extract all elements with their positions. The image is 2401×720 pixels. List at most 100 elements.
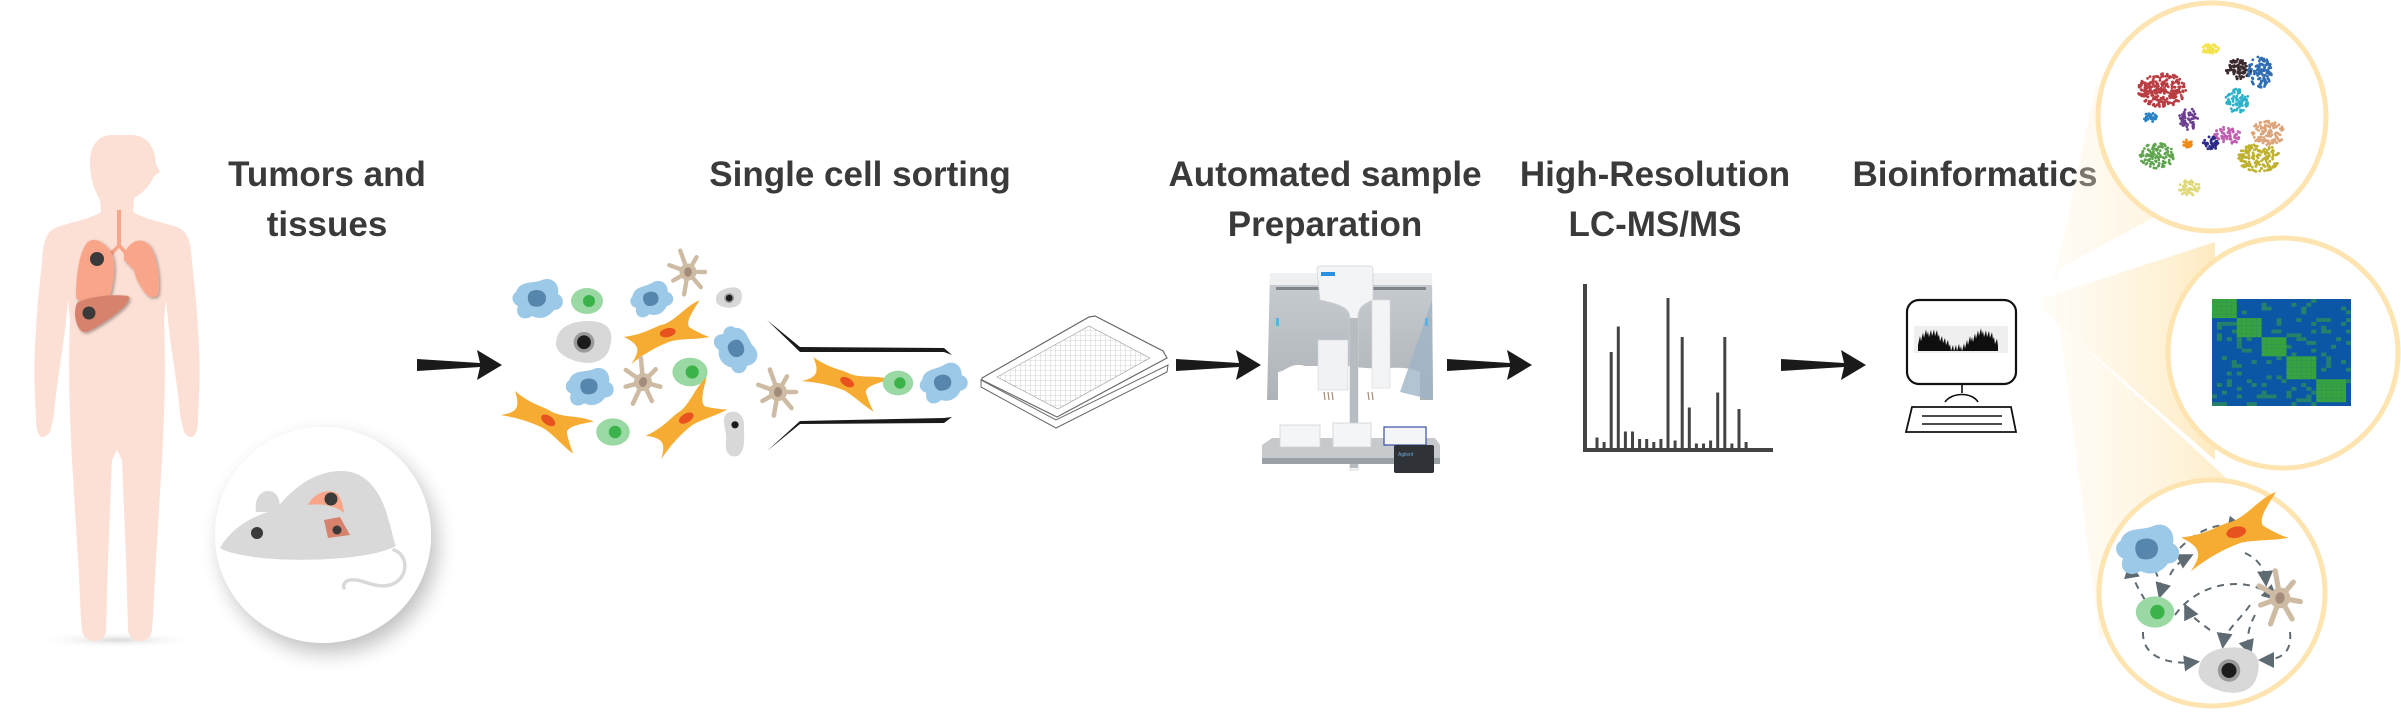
- tsne-point: [2256, 153, 2260, 157]
- heatmap-cell: [2271, 348, 2277, 353]
- cell-nucleus: [643, 291, 659, 307]
- tsne-point: [2185, 138, 2188, 142]
- heatmap-cell: [2266, 344, 2272, 349]
- tsne-point: [2238, 89, 2242, 93]
- lymphocyte-cell: [882, 370, 914, 396]
- heatmap-cell: [2236, 363, 2242, 368]
- tsne-point: [2180, 81, 2184, 85]
- tsne-point: [2190, 117, 2194, 121]
- robot-pipette-block: [1317, 339, 1349, 391]
- tsne-point: [2160, 100, 2164, 104]
- tsne-point: [2238, 75, 2242, 78]
- tsne-point: [2259, 135, 2263, 139]
- tsne-point: [2232, 108, 2236, 112]
- tsne-clusters: [2137, 43, 2285, 197]
- heatmap-cell: [2251, 402, 2257, 406]
- cluster-green: [2138, 142, 2175, 170]
- tsne-point: [2144, 82, 2147, 86]
- heatmap-cell: [2306, 398, 2312, 403]
- robot-led-left: [1276, 318, 1279, 326]
- heatmap-cell: [2281, 352, 2287, 357]
- tsne-point: [2241, 61, 2245, 65]
- tsne-point: [2225, 137, 2229, 141]
- heatmap-cell: [2212, 306, 2217, 311]
- tsne-point: [2161, 162, 2165, 166]
- heatmap-cell: [2231, 299, 2237, 303]
- heatmap-cell: [2321, 352, 2327, 357]
- tsne-point: [2240, 101, 2244, 105]
- tsne-point: [2260, 159, 2263, 163]
- tumor-cell: [723, 411, 745, 457]
- tsne-point: [2168, 91, 2172, 95]
- heatmap-cell: [2336, 379, 2342, 384]
- tsne-point: [2229, 135, 2232, 139]
- heatmap: [2212, 299, 2351, 406]
- tsne-point: [2273, 138, 2277, 141]
- lymphocyte-cell: [2135, 596, 2175, 628]
- monitor-plot: [1918, 328, 1998, 352]
- tsne-point: [2157, 158, 2161, 162]
- tsne-point: [2266, 157, 2269, 161]
- tsne-point: [2256, 74, 2260, 77]
- tsne-point: [2231, 103, 2235, 107]
- tsne-point: [2207, 43, 2211, 47]
- tsne-point: [2180, 113, 2184, 116]
- heatmap-cell: [2291, 402, 2297, 406]
- tsne-point: [2246, 95, 2250, 98]
- heatmap-cell: [2336, 337, 2342, 342]
- tsne-point: [2161, 95, 2165, 99]
- cell-nucleus: [2275, 592, 2285, 604]
- tsne-point: [2215, 45, 2218, 48]
- funnel-bottom-wall: [767, 417, 952, 451]
- mouse-eye: [251, 527, 263, 539]
- cluster-yellow: [2201, 43, 2221, 55]
- tsne-point: [2209, 139, 2213, 142]
- heatmap-cell: [2236, 337, 2242, 342]
- heatmap-cell: [2301, 398, 2307, 403]
- beam-middle: [2043, 242, 2215, 460]
- tsne-point: [2274, 162, 2278, 165]
- tsne-point: [2228, 100, 2232, 104]
- heatmap-cell: [2266, 394, 2272, 399]
- heatmap-cell: [2306, 341, 2312, 345]
- heatmap-cell: [2266, 360, 2272, 364]
- heatmap-cell: [2246, 318, 2252, 322]
- heatmap-cell: [2221, 302, 2227, 307]
- title-line: Tumors and: [228, 155, 426, 194]
- tsne-point: [2171, 73, 2175, 77]
- tsne-point: [2242, 164, 2245, 168]
- lymphocyte-cell: [571, 288, 603, 314]
- heatmap-cell: [2261, 344, 2267, 349]
- heatmap-cell: [2251, 329, 2257, 334]
- heatmap-cell: [2316, 390, 2322, 395]
- human-floor-shadow: [33, 632, 203, 648]
- tsne-point: [2151, 112, 2155, 115]
- tsne-point: [2238, 60, 2242, 64]
- tsne-point: [2141, 154, 2145, 157]
- tsne-point: [2253, 161, 2257, 165]
- tsne-point: [2230, 92, 2234, 95]
- heatmap-cell: [2256, 325, 2262, 330]
- heatmap-cell: [2212, 310, 2217, 315]
- tsne-point: [2151, 154, 2155, 158]
- tsne-point: [2184, 89, 2188, 92]
- tsne-point: [2239, 77, 2243, 80]
- heatmap-cell: [2246, 348, 2252, 353]
- tsne-point: [2265, 71, 2269, 75]
- tsne-point: [2227, 126, 2230, 130]
- sorter-funnel: [767, 320, 952, 451]
- tsne-point: [2247, 149, 2251, 153]
- tsne-point: [2182, 85, 2186, 89]
- tsne-point: [2152, 75, 2156, 79]
- heatmap-cell: [2241, 318, 2247, 322]
- tsne-point: [2155, 148, 2158, 152]
- tsne-point: [2188, 180, 2192, 184]
- cluster-blue: [2247, 55, 2273, 89]
- dendritic-cell: [623, 355, 663, 407]
- tsne-point: [2222, 135, 2226, 139]
- heatmap-cell: [2286, 390, 2292, 395]
- heatmap-cell: [2286, 375, 2292, 380]
- heatmap-cell: [2231, 310, 2237, 315]
- tsne-point: [2164, 147, 2168, 151]
- heatmap-cell: [2276, 352, 2282, 357]
